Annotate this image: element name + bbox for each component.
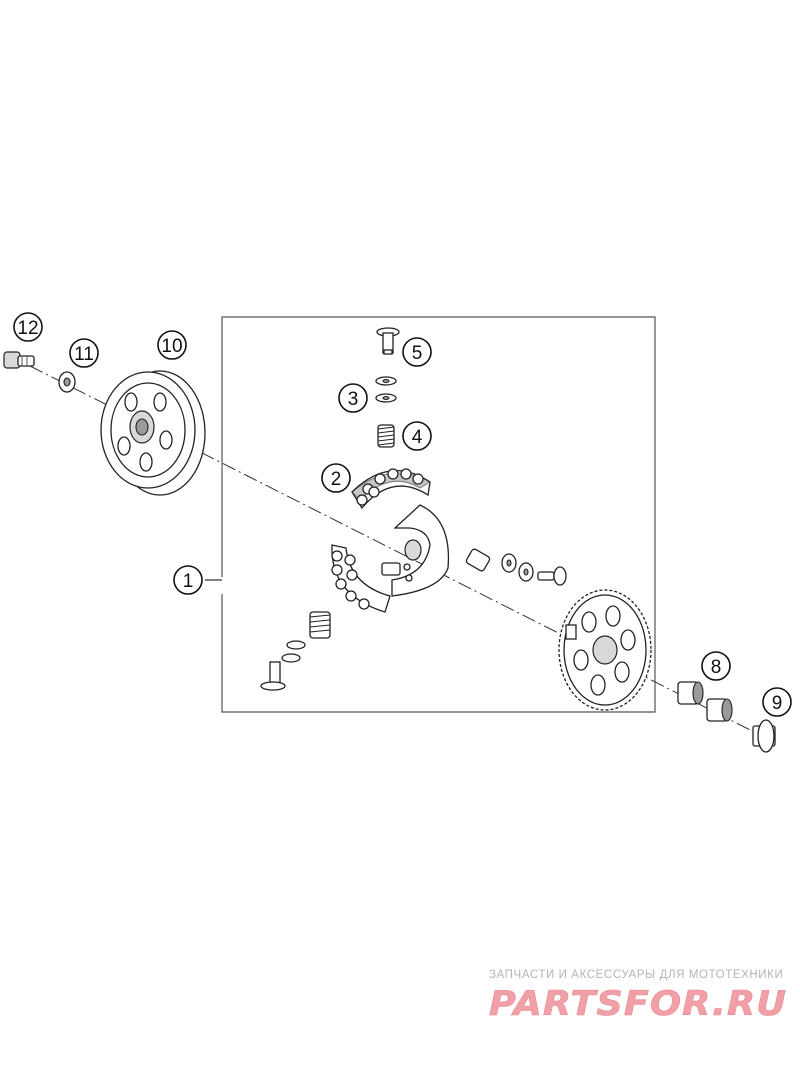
- callout-8-label: 8: [711, 657, 722, 678]
- clutch-shoe-lower-part: [331, 544, 391, 613]
- callout-4: 4: [402, 421, 432, 451]
- callout-2: 2: [321, 463, 351, 493]
- watermark-logo: PARTSFOR.RU: [489, 985, 787, 1021]
- lower-washers-part: [281, 640, 306, 663]
- side-screw-part: [537, 566, 567, 586]
- callout-5-label: 5: [412, 343, 423, 364]
- callout-1: 1: [173, 565, 203, 595]
- callout-4-label: 4: [412, 427, 423, 448]
- carrier-plate-part: [381, 504, 450, 597]
- assembly-frame: [221, 316, 656, 713]
- callout-9-label: 9: [772, 693, 783, 714]
- callout-5: 5: [402, 337, 432, 367]
- callout-11: 11: [69, 338, 99, 368]
- callout-12-label: 12: [17, 318, 38, 339]
- clutch-shoe-upper-part: [351, 468, 432, 510]
- lower-spring-part: [309, 611, 331, 639]
- callout-9: 9: [762, 687, 792, 717]
- clutch-drum-part: [100, 370, 206, 496]
- callout-1-label: 1: [183, 571, 194, 592]
- drive-gear-part: [558, 589, 652, 711]
- pin-part: [376, 327, 400, 355]
- bushing-pair-part: [677, 681, 733, 722]
- callout-3-label: 3: [348, 389, 359, 410]
- washer-part: [58, 371, 76, 393]
- watermark-logo-text: PARTSFOR.RU: [489, 985, 787, 1021]
- bolt-part: [3, 351, 35, 369]
- callout-8: 8: [701, 651, 731, 681]
- watermark-caption: ЗАПЧАСТИ И АКСЕССУАРЫ ДЛЯ МОТОТЕХНИКИ: [489, 969, 784, 981]
- lower-pin-part: [260, 661, 286, 691]
- callout-12: 12: [13, 312, 43, 342]
- side-washers-part: [501, 553, 534, 582]
- callout-10: 10: [157, 330, 187, 360]
- washer-stack-part: [375, 376, 397, 403]
- spring-part: [377, 424, 395, 448]
- callout-11-label: 11: [74, 344, 94, 365]
- callout-2-label: 2: [331, 469, 342, 490]
- callout-10-label: 10: [161, 336, 182, 357]
- side-spring-part: [465, 548, 491, 572]
- flange-sleeve-part: [752, 719, 776, 753]
- callout-3: 3: [338, 383, 368, 413]
